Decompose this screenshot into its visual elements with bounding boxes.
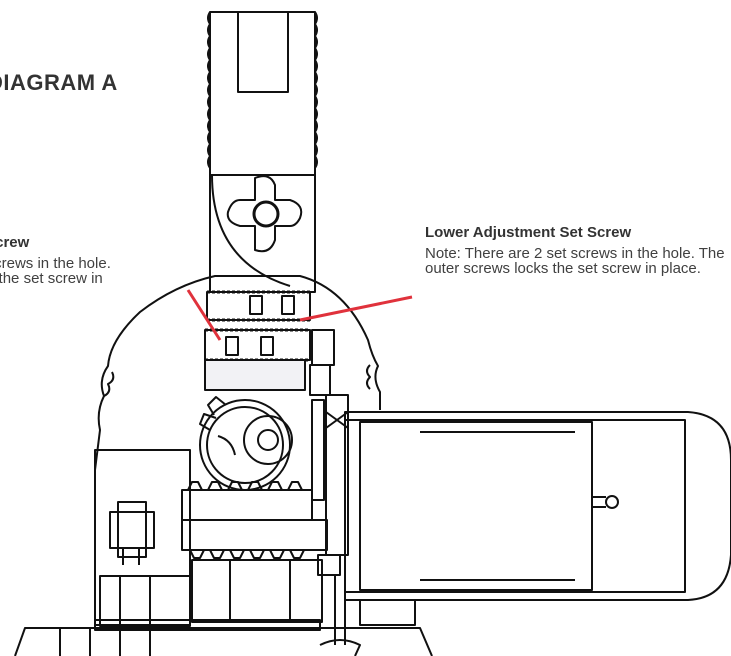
cross-knob (226, 175, 303, 253)
lower-set-screw-note: Note: There are 2 set screws in the hole… (425, 245, 725, 277)
upper-column (209, 11, 316, 293)
leader-line-lower (299, 295, 413, 322)
housing-body (94, 275, 381, 620)
diagram-title: DIAGRAM A (0, 70, 118, 95)
lower-set-screw-heading: Lower Adjustment Set Screw (425, 224, 632, 241)
motor-housing (344, 411, 731, 601)
upper-set-screw-note: Note: There are 2 set screws in the hole… (0, 255, 111, 287)
upper-set-screw-heading: Upper Adjustment Set Screw (0, 234, 30, 251)
lower-set-screw-callout: Lower Adjustment Set Screw Note: There a… (425, 224, 730, 276)
rack (181, 489, 313, 521)
base-plate (14, 627, 433, 656)
leader-line-upper (186, 289, 222, 341)
upper-set-screw-callout: Upper Adjustment Set Screw Note: There a… (0, 234, 160, 301)
